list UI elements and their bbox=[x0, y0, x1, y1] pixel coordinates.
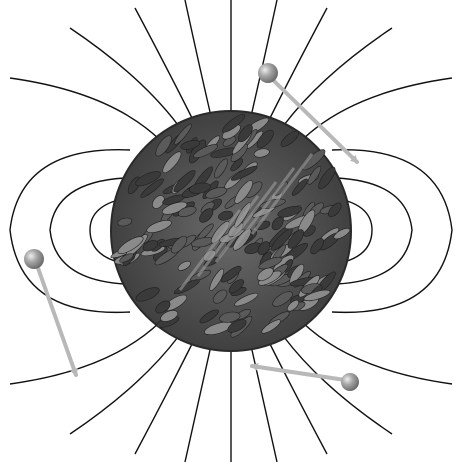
field-line bbox=[184, 349, 211, 462]
protein-helix bbox=[307, 165, 322, 185]
protein-helix bbox=[227, 319, 247, 333]
protein-helix bbox=[117, 236, 144, 254]
protein-helix bbox=[209, 268, 224, 291]
field-line bbox=[336, 177, 413, 285]
protein-helix bbox=[230, 158, 244, 172]
field-line bbox=[283, 336, 393, 435]
field-line bbox=[251, 0, 278, 113]
field-line bbox=[343, 199, 373, 263]
trajectory-top-right bbox=[271, 78, 359, 164]
protein-helix bbox=[234, 292, 259, 307]
protein-helix bbox=[189, 182, 211, 194]
field-line bbox=[134, 7, 193, 119]
protein-sheet-strand bbox=[214, 181, 278, 263]
protein-helix bbox=[272, 291, 293, 307]
protein-helix bbox=[142, 240, 158, 252]
protein-helix bbox=[222, 113, 246, 133]
protein-helix bbox=[210, 220, 230, 244]
protein-helix bbox=[333, 227, 351, 240]
field-line bbox=[283, 27, 393, 126]
protein-helix bbox=[271, 228, 293, 251]
protein-helix bbox=[258, 256, 283, 270]
protein-helix bbox=[117, 217, 133, 227]
protein-helix bbox=[135, 287, 160, 302]
field-line bbox=[69, 27, 179, 126]
field-line bbox=[269, 7, 328, 119]
protein-helix bbox=[291, 178, 308, 196]
particles bbox=[24, 63, 359, 391]
protein-helix bbox=[253, 148, 270, 158]
protein-helix bbox=[310, 238, 324, 255]
protein-helix bbox=[256, 129, 274, 149]
protein-helix bbox=[286, 299, 300, 312]
protein-helix bbox=[220, 266, 242, 283]
field-line bbox=[331, 149, 453, 314]
protein-helix bbox=[162, 151, 182, 174]
protein-helix bbox=[214, 158, 228, 179]
protein-helix bbox=[257, 241, 271, 255]
protein-helix bbox=[119, 253, 134, 263]
protein-helix bbox=[199, 208, 214, 223]
protein-helix bbox=[155, 300, 171, 314]
protein-helix bbox=[146, 219, 172, 234]
field-line bbox=[301, 77, 453, 141]
protein-helix bbox=[280, 130, 299, 147]
protein-sheet-strand bbox=[178, 209, 242, 291]
protein-helix bbox=[228, 279, 245, 294]
protein-helix bbox=[177, 206, 197, 217]
protein-helix bbox=[261, 319, 281, 334]
protein-helix bbox=[155, 135, 172, 157]
field-line bbox=[9, 321, 161, 385]
particle-bottom-right bbox=[341, 373, 359, 391]
trajectory-left bbox=[36, 266, 78, 377]
protein-helix bbox=[219, 311, 241, 323]
protein-helix bbox=[328, 202, 342, 218]
particle-left bbox=[24, 249, 44, 269]
protein-helix bbox=[271, 216, 284, 231]
field-line bbox=[134, 343, 193, 455]
field-line bbox=[251, 349, 278, 462]
protein-helix bbox=[174, 123, 192, 145]
protein-helix bbox=[173, 170, 196, 193]
trajectory-bottom-right bbox=[250, 362, 347, 382]
protein-helix bbox=[303, 289, 331, 301]
protein-sheet-strand bbox=[232, 167, 296, 249]
protein-helix bbox=[287, 229, 304, 249]
protein-helix bbox=[218, 210, 234, 221]
field-line bbox=[69, 336, 179, 435]
protein-helix bbox=[205, 187, 228, 199]
field-line bbox=[9, 149, 131, 314]
protein-helices bbox=[110, 113, 351, 338]
protein-helix bbox=[277, 205, 302, 218]
field-line bbox=[184, 0, 211, 113]
field-line bbox=[269, 343, 328, 455]
particle-trajectories bbox=[36, 78, 359, 382]
globular-protein-cage bbox=[110, 110, 352, 352]
protein-helix bbox=[135, 171, 161, 187]
protein-sheet-strand bbox=[250, 153, 314, 235]
protein-helix bbox=[257, 267, 274, 282]
protein-helix bbox=[193, 144, 218, 158]
protein-helix bbox=[152, 195, 165, 209]
protein-helix bbox=[140, 178, 164, 198]
field-line bbox=[301, 321, 453, 385]
protein-helix bbox=[199, 309, 219, 324]
protein-helix bbox=[318, 166, 336, 190]
field-line bbox=[89, 199, 119, 263]
particle-top-right bbox=[258, 63, 278, 83]
protein-helix bbox=[230, 165, 258, 181]
field-line bbox=[9, 77, 161, 141]
protein-sheet-strand bbox=[196, 195, 260, 277]
magnetic-field-lines bbox=[9, 0, 453, 462]
protein-helix bbox=[171, 235, 188, 254]
protein-helix bbox=[234, 180, 253, 204]
protein-helix bbox=[212, 289, 228, 304]
protein-helix bbox=[180, 140, 201, 150]
field-line bbox=[49, 177, 126, 285]
protein-helix bbox=[177, 260, 191, 271]
protein-helix bbox=[238, 124, 253, 143]
protein-helix bbox=[160, 310, 179, 322]
